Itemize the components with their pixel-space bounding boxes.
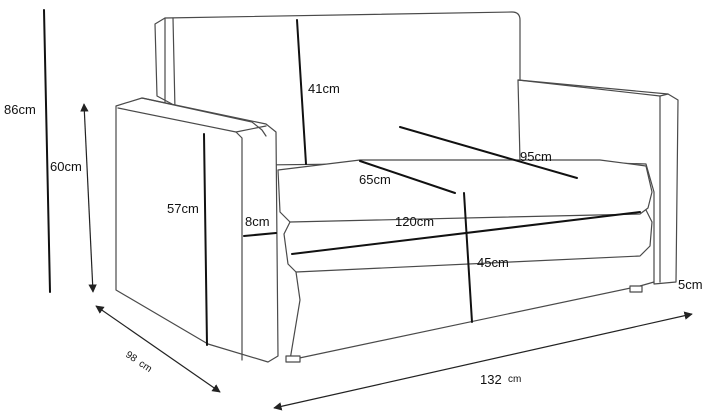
leg-front-left [285, 355, 301, 363]
label-arm-width: 8cm [245, 214, 270, 229]
depth-arrow [95, 305, 221, 393]
sofa-outline [115, 11, 679, 363]
left-armrest-top [141, 97, 267, 137]
label-arm-inner-height: 57cm [167, 201, 199, 216]
label-depth-unit: cm [137, 358, 154, 375]
label-seat-depth: 65cm [359, 172, 391, 187]
label-width-value: 132 [480, 372, 502, 387]
arm-height-arrow [80, 103, 97, 293]
seat-cushion [277, 159, 653, 223]
label-depth-value: 98 [123, 349, 139, 365]
back-height-line [296, 19, 307, 165]
seat-height-line [463, 192, 473, 323]
label-back-height: 41cm [308, 81, 340, 96]
seat-depth-line [359, 160, 456, 194]
label-width-unit: cm [508, 374, 521, 385]
label-seat-width-back: 95cm [520, 149, 552, 164]
arm-width-line [243, 232, 277, 237]
left-armrest-inner [117, 107, 243, 361]
label-arm-height: 60cm [50, 159, 82, 174]
seat-width-back-line [399, 126, 578, 179]
label-depth: 98 cm [123, 349, 153, 375]
width-arrow [273, 311, 693, 411]
backrest-edge [172, 17, 176, 111]
total-height-line [43, 9, 51, 293]
label-total-height: 86cm [4, 102, 36, 117]
dimension-lines [43, 9, 641, 346]
label-leg-height: 5cm [678, 277, 703, 292]
left-armrest [115, 97, 279, 363]
label-seat-width: 120cm [395, 214, 434, 229]
left-armrest-cap [235, 125, 267, 133]
arrow-dimensions [80, 103, 693, 411]
leg-front-right [629, 285, 643, 293]
dimension-labels: 86cm 60cm 41cm 95cm 65cm 57cm 8cm 120cm … [4, 81, 703, 387]
label-seat-height: 45cm [477, 255, 509, 270]
